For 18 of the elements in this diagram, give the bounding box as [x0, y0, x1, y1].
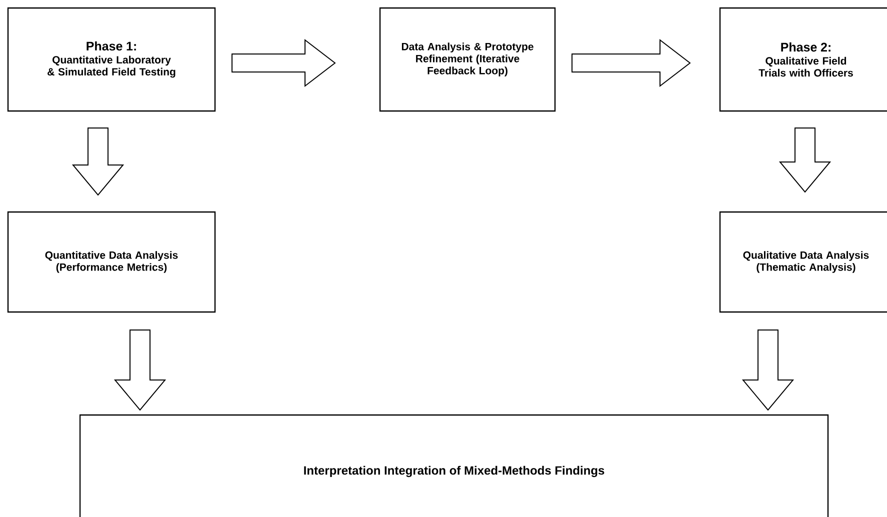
block-arrow: [114, 330, 166, 411]
block-arrow: [72, 128, 124, 196]
block-arrow: [778, 128, 832, 193]
box-label: Phase 1: Quantitative Laboratory & Simulated Field Testing: [48, 41, 176, 78]
box-label: Phase 2: Qualitative Field Trials with Officers: [758, 42, 853, 77]
process-box: [7, 211, 216, 313]
process-box: [379, 7, 556, 112]
block-arrow: [232, 38, 336, 88]
process-box: [719, 7, 887, 112]
box-label: Data Analysis & Prototype Refinement (Iterative Feedback Loop): [402, 42, 534, 76]
box-label: Quantitative Data Analysis (Performance Metrics): [45, 251, 178, 273]
box-label: Qualitative Data Analysis (Thematic Analysis): [743, 251, 869, 273]
block-arrow: [742, 330, 794, 411]
box-label: Interpretation Integration of Mixed-Methods Findings: [304, 466, 604, 478]
block-arrow: [572, 38, 691, 88]
process-box: [79, 414, 829, 517]
process-box: [719, 211, 887, 313]
process-box: [7, 7, 216, 112]
